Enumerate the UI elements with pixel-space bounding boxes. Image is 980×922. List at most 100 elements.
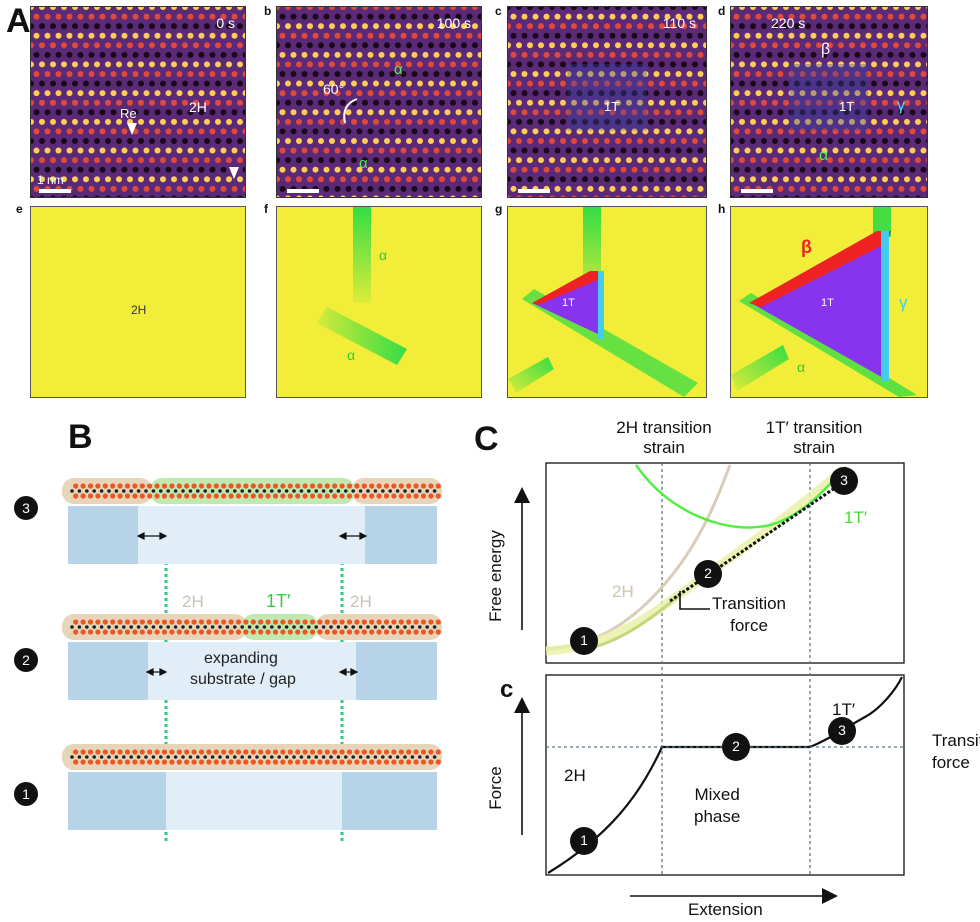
lattice-atom bbox=[389, 13, 396, 20]
lattice-atom bbox=[154, 70, 161, 77]
lattice-atom bbox=[323, 147, 330, 154]
lattice-atom bbox=[631, 166, 638, 173]
lattice-atom bbox=[703, 118, 706, 125]
lattice-atom bbox=[697, 147, 704, 154]
lattice-atom bbox=[301, 51, 308, 58]
lattice-atom bbox=[72, 157, 78, 164]
lattice-atom bbox=[843, 70, 850, 77]
metal-atom bbox=[136, 489, 141, 493]
lattice-atom bbox=[620, 13, 627, 20]
metal-atom bbox=[336, 489, 341, 493]
chalcogen-atom bbox=[184, 619, 190, 625]
lattice-atom bbox=[543, 70, 550, 77]
lattice-atom bbox=[615, 7, 621, 10]
lattice-atom bbox=[642, 185, 649, 192]
chalcogen-atom bbox=[295, 629, 301, 635]
lattice-atom bbox=[77, 13, 84, 20]
lattice-atom bbox=[329, 7, 335, 10]
metal-atom bbox=[99, 755, 104, 759]
lattice-atom bbox=[838, 157, 844, 164]
lattice-atom bbox=[226, 23, 232, 30]
lattice-atom bbox=[593, 80, 599, 87]
metal-atom bbox=[218, 755, 222, 759]
label-line: force bbox=[730, 616, 768, 635]
lattice-atom bbox=[61, 7, 67, 10]
lattice-atom bbox=[44, 166, 51, 173]
lattice-atom bbox=[882, 42, 888, 49]
lattice-atom bbox=[187, 32, 194, 39]
chalcogen-atom bbox=[169, 759, 175, 765]
lattice-atom bbox=[165, 109, 172, 116]
lattice-atom bbox=[882, 195, 888, 197]
chalcogen-atom bbox=[317, 619, 323, 625]
lattice-atom bbox=[571, 176, 577, 183]
lattice-atom bbox=[411, 90, 418, 97]
lattice-atom bbox=[766, 109, 773, 116]
lattice-atom bbox=[681, 23, 687, 30]
atomic-lattice-image bbox=[31, 7, 245, 197]
chalcogen-atom bbox=[221, 483, 227, 489]
lattice-atom bbox=[659, 157, 665, 164]
lattice-atom bbox=[94, 7, 100, 10]
lattice-atom bbox=[733, 90, 740, 97]
lattice-atom bbox=[508, 157, 511, 164]
lattice-atom bbox=[209, 166, 216, 173]
chalcogen-atom bbox=[346, 493, 353, 499]
lattice-atom bbox=[215, 118, 221, 125]
chalcogen-atom bbox=[435, 483, 441, 489]
lattice-atom bbox=[697, 51, 704, 58]
chalcogen-atom bbox=[391, 629, 397, 635]
lattice-atom bbox=[560, 157, 566, 164]
lattice-atom bbox=[395, 80, 401, 87]
lattice-atom bbox=[33, 32, 40, 39]
chalcogen-atom bbox=[406, 483, 412, 489]
lattice-atom bbox=[755, 90, 762, 97]
metal-atom bbox=[188, 625, 193, 629]
chalcogen-atom bbox=[117, 493, 123, 499]
lattice-atom bbox=[832, 90, 839, 97]
lattice-atom bbox=[838, 137, 844, 144]
lattice-atom bbox=[560, 61, 566, 68]
lattice-atom bbox=[367, 51, 374, 58]
lattice-atom bbox=[242, 71, 245, 77]
lattice-atom bbox=[340, 7, 346, 10]
lattice-atom bbox=[433, 128, 440, 135]
lattice-atom bbox=[39, 7, 45, 10]
lattice-atom bbox=[477, 13, 481, 20]
lattice-atom bbox=[538, 137, 544, 144]
lattice-atom bbox=[692, 7, 698, 10]
lattice-atom bbox=[433, 70, 440, 77]
lattice-atom bbox=[788, 13, 795, 20]
lattice-atom bbox=[620, 90, 627, 97]
lattice-atom bbox=[761, 23, 767, 30]
lattice-atom bbox=[406, 157, 412, 164]
chalcogen-atom bbox=[413, 483, 419, 489]
lattice-atom bbox=[532, 51, 539, 58]
lattice-atom bbox=[686, 147, 693, 154]
lattice-atom bbox=[670, 137, 676, 144]
lattice-atom bbox=[865, 70, 872, 77]
lattice-atom bbox=[915, 99, 921, 106]
lattice-atom bbox=[444, 128, 451, 135]
lattice-atom bbox=[99, 32, 106, 39]
lattice-atom bbox=[681, 118, 687, 125]
lattice-atom bbox=[116, 176, 122, 183]
lattice-atom bbox=[400, 32, 407, 39]
lattice-atom bbox=[204, 42, 210, 49]
lattice-atom bbox=[99, 90, 106, 97]
lattice-atom bbox=[193, 61, 199, 68]
lattice-atom bbox=[832, 185, 839, 192]
lattice-atom bbox=[193, 137, 199, 144]
lattice-atom bbox=[400, 185, 407, 192]
lattice-atom bbox=[898, 70, 905, 77]
lattice-atom bbox=[653, 70, 660, 77]
chalcogen-atom bbox=[324, 749, 330, 755]
lattice-atom bbox=[472, 118, 478, 125]
lattice-atom bbox=[422, 147, 429, 154]
lattice-atom bbox=[549, 195, 555, 197]
lattice-atom bbox=[231, 147, 238, 154]
lattice-atom bbox=[582, 99, 588, 106]
lattice-atom bbox=[788, 32, 795, 39]
lattice-atom bbox=[88, 13, 95, 20]
lattice-atom bbox=[516, 176, 522, 183]
